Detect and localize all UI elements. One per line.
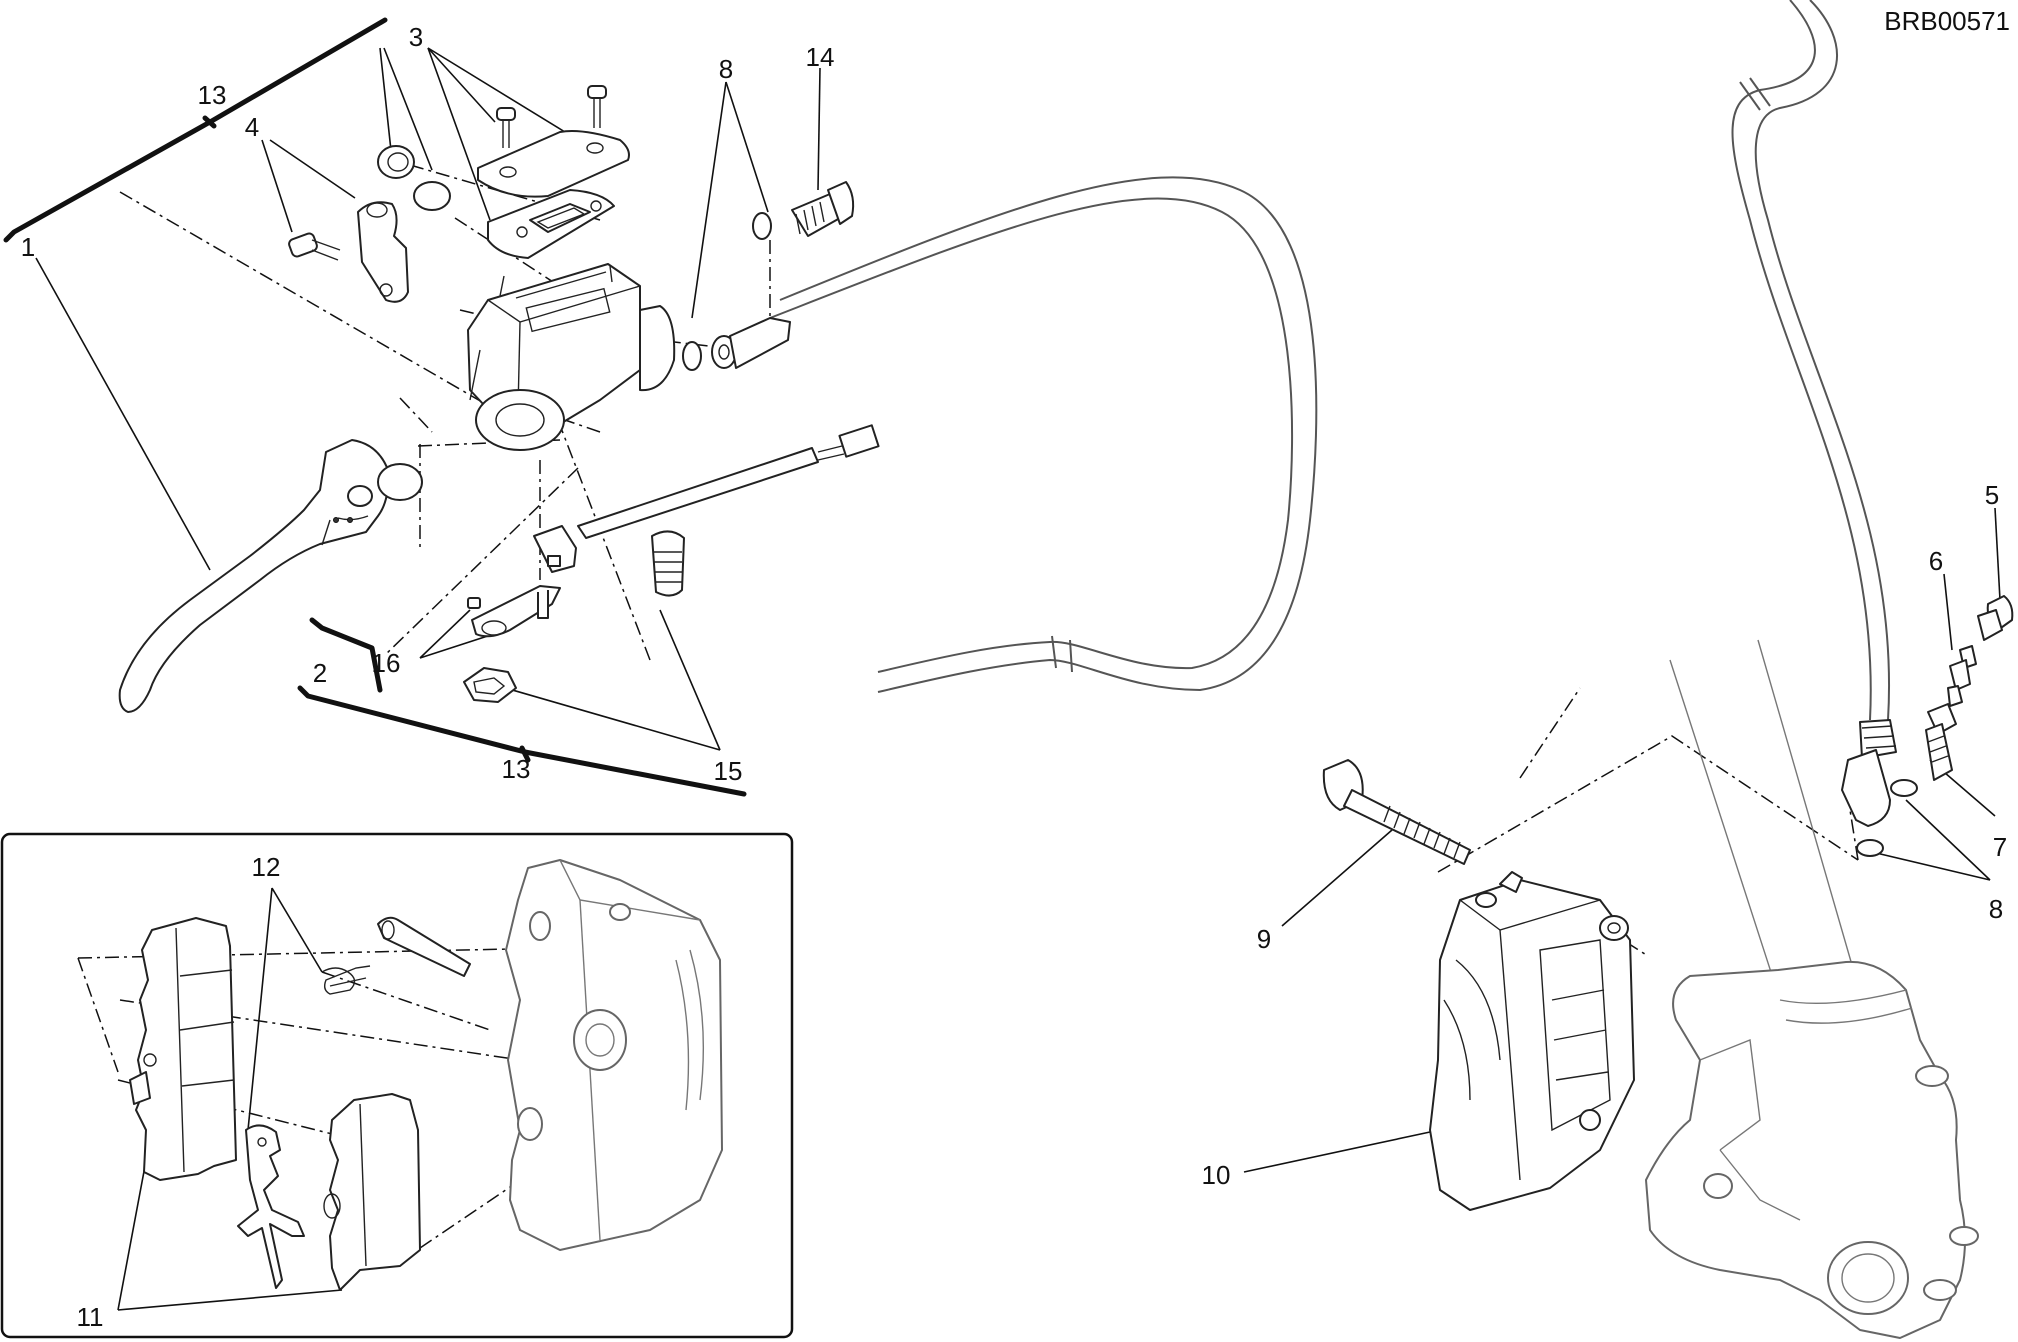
pads-inset-panel	[0, 832, 794, 1339]
brake-light-switch-icon	[467, 525, 577, 638]
brake-caliper-icon	[1429, 871, 1635, 1211]
assembly-bracket-13-top	[3, 17, 388, 243]
callout-8-right: 8	[1989, 894, 2003, 924]
sealing-washer-icon	[1856, 779, 1918, 857]
callout-3: 3	[409, 22, 423, 52]
cap-screw-icon	[496, 85, 607, 148]
callout-2: 2	[313, 658, 327, 688]
brake-pad-left-icon	[129, 917, 237, 1181]
callout-6: 6	[1929, 546, 1943, 576]
callout-14: 14	[806, 42, 835, 72]
diaphragm-icon	[487, 189, 615, 259]
banjo-bolt-icon	[1925, 703, 1957, 781]
brake-lever-icon	[118, 439, 423, 713]
drawing-code: BRB00571	[1884, 6, 2010, 36]
caliper-bolt-icon	[1322, 759, 1471, 865]
callout-12: 12	[252, 852, 281, 882]
callout-16: 16	[372, 648, 401, 678]
callout-7: 7	[1993, 832, 2007, 862]
callout-11: 11	[77, 1302, 104, 1332]
assembly-bracket-13-bottom	[297, 685, 747, 797]
fork-leg-icon	[1645, 639, 1979, 1339]
reservoir-cover-icon	[477, 130, 630, 198]
pivot-nut-icon	[463, 667, 517, 703]
callout-4: 4	[245, 112, 259, 142]
switch-cable-icon	[577, 424, 880, 539]
callout-13-bottom: 13	[502, 754, 531, 784]
brake-hose	[769, 0, 1890, 721]
pin-clip-icon	[321, 965, 371, 995]
callout-labels: 1 2 3 4 5 6 7 8 8 9 10 11 12 13 13 14 15…	[21, 22, 2007, 1332]
callout-8-top: 8	[719, 54, 733, 84]
banjo-fitting-icon	[682, 181, 855, 371]
pivot-pin-icon	[651, 530, 685, 597]
leader-lines	[35, 47, 2001, 1311]
callout-9: 9	[1257, 924, 1271, 954]
bleed-fittings	[1841, 595, 2014, 857]
master-cylinder-body-icon	[467, 263, 676, 451]
pad-pin-icon	[377, 916, 471, 977]
assembly-bracket-2	[309, 617, 383, 693]
callout-10: 10	[1202, 1160, 1231, 1190]
callout-15: 15	[714, 756, 743, 786]
bleed-valve-icon	[1947, 645, 1977, 707]
callout-13-top: 13	[198, 80, 227, 110]
inset-caliper-icon	[505, 859, 723, 1251]
callout-5: 5	[1985, 480, 1999, 510]
master-cylinder-assembly	[118, 85, 880, 713]
bleed-cap-icon	[1977, 595, 2014, 641]
handlebar-clamp-icon	[288, 201, 409, 303]
brake-pad-right-icon	[323, 1093, 421, 1291]
callout-1: 1	[21, 232, 35, 262]
hose-end-fitting-icon	[1841, 719, 1897, 827]
pad-spring-icon	[237, 1124, 305, 1289]
seal-ring-icon	[377, 145, 451, 211]
